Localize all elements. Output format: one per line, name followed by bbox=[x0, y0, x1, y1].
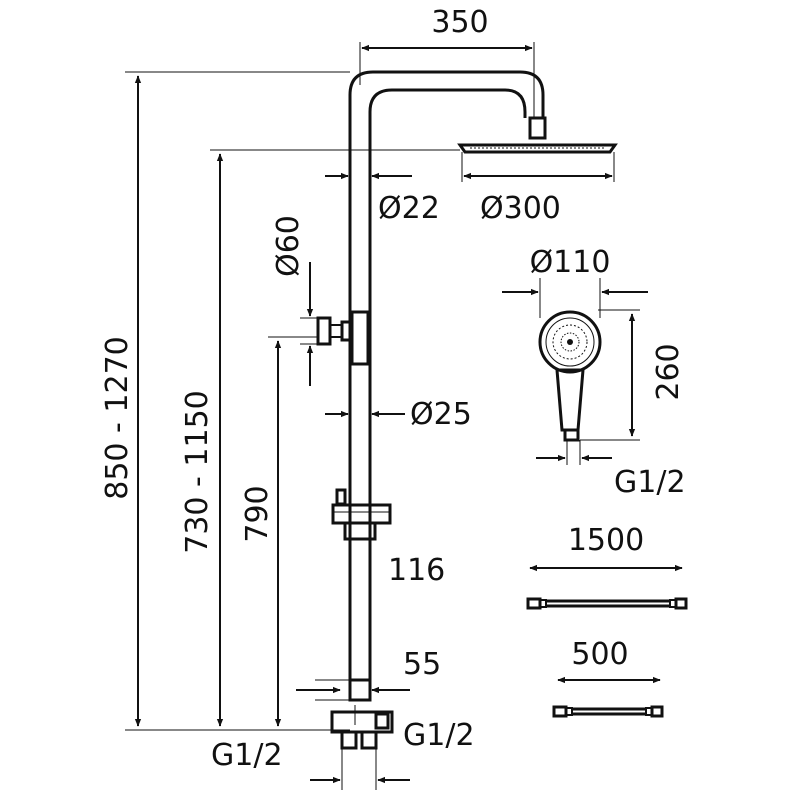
label-slider-offset: 116 bbox=[388, 553, 445, 588]
label-showerhead-diameter: Ø300 bbox=[480, 191, 561, 226]
label-head-height: 730 - 1150 bbox=[180, 390, 215, 554]
shower-column bbox=[348, 70, 547, 690]
long-hose bbox=[526, 564, 688, 610]
label-inlet-connection: G1/2 bbox=[211, 738, 283, 773]
label-outlet-connection: G1/2 bbox=[403, 718, 475, 753]
label-total-height: 850 - 1270 bbox=[100, 336, 135, 500]
label-pipe-diameter-bottom: Ø25 bbox=[410, 397, 472, 432]
hand-shower-handle bbox=[555, 368, 585, 432]
slider-body bbox=[331, 503, 392, 525]
extension-lines bbox=[125, 42, 535, 731]
label-long-hose-length: 1500 bbox=[568, 523, 644, 558]
bracket-wall-plate bbox=[316, 316, 332, 346]
label-bracket-diameter: Ø60 bbox=[271, 215, 306, 277]
label-hand-shower-length: 260 bbox=[651, 343, 686, 400]
rain-showerhead bbox=[457, 143, 618, 182]
label-bracket-height: 790 bbox=[240, 485, 275, 542]
wall-bracket bbox=[316, 310, 370, 366]
label-hand-shower-connection: G1/2 bbox=[614, 465, 686, 500]
riser-inner-line bbox=[368, 88, 527, 690]
hand-shower-head bbox=[538, 310, 602, 374]
diverter-valve bbox=[330, 678, 394, 790]
bracket-clamp bbox=[350, 310, 370, 366]
riser-outer-line bbox=[348, 70, 545, 690]
head-connector bbox=[528, 116, 547, 140]
label-short-hose-length: 500 bbox=[571, 637, 628, 672]
hand-shower-slider bbox=[331, 488, 392, 541]
label-pipe-diameter-top: Ø22 bbox=[378, 191, 440, 226]
showerhead-body bbox=[457, 143, 618, 154]
label-arm-width: 350 bbox=[431, 5, 488, 40]
label-hand-shower-diameter: Ø110 bbox=[530, 245, 611, 280]
hand-shower bbox=[502, 278, 648, 465]
dimension-lines bbox=[134, 44, 613, 784]
short-hose bbox=[552, 676, 664, 718]
dimension-labels: 350 Ø22 Ø300 Ø25 116 55 G1/2 G1/2 Ø110 G… bbox=[100, 5, 686, 773]
hand-shower-connector bbox=[563, 428, 580, 442]
label-mixer-offset: 55 bbox=[403, 647, 441, 682]
